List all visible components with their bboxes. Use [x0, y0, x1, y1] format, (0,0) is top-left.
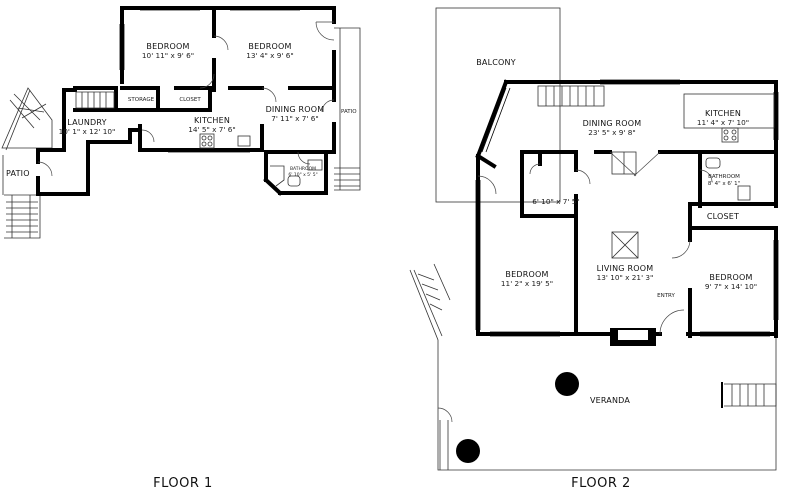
f2-veranda-name: VERANDA [590, 396, 630, 405]
floor-1-plan: BEDROOM 10' 11" x 9' 6" BEDROOM 13' 4" x… [1, 6, 361, 491]
f2-veranda-post-2 [456, 439, 480, 463]
floor-1-title: FLOOR 1 [153, 476, 213, 491]
floor2-windows [475, 79, 779, 337]
f1-closet-name: CLOSET [179, 97, 201, 103]
f1-dining-dim: 7' 11" x 7' 6" [271, 114, 319, 123]
f1-bedroom-a-name: BEDROOM [146, 42, 189, 51]
floor-2-title: FLOOR 2 [571, 476, 631, 491]
f1-laundry-name: LAUNDRY [67, 118, 106, 127]
f1-dining-name: DINING ROOM [266, 105, 325, 114]
f2-entry-name: ENTRY [657, 293, 675, 299]
floor1-inner-stairs [75, 91, 115, 109]
f1-patio-left-name: PATIO [6, 169, 30, 178]
floor1-walls [36, 6, 336, 196]
floor1-labels: BEDROOM 10' 11" x 9' 6" BEDROOM 13' 4" x… [6, 42, 357, 178]
f2-small-room-dim: 6' 10" x 7' 5" [532, 197, 580, 206]
f2-bedroom-left-dim: 11' 2" x 19' 5" [501, 279, 553, 288]
floor2-fixtures [611, 93, 775, 259]
floor2-labels: BALCONY DINING ROOM 23' 5" x 9' 8" KITCH… [476, 58, 757, 405]
floor1-left-stairs [1, 87, 53, 239]
f2-closet-name: CLOSET [707, 212, 739, 221]
f2-veranda-post-1 [555, 372, 579, 396]
f2-kitchen-name: KITCHEN [705, 109, 741, 118]
f2-kitchen-dim: 11' 4" x 7' 10" [697, 118, 749, 127]
floor1-fixtures [199, 133, 323, 187]
f2-living-name: LIVING ROOM [597, 264, 654, 273]
floor2-stairs [537, 85, 777, 408]
f1-kitchen-dim: 14' 5" x 7' 6" [188, 125, 236, 134]
f1-patio-right-name: PATIO [341, 109, 357, 115]
f2-bedroom-left-name: BEDROOM [505, 270, 548, 279]
f2-bedroom-right-name: BEDROOM [709, 273, 752, 282]
f2-dining-name: DINING ROOM [583, 119, 642, 128]
f1-laundry-dim: 10' 1" x 12' 10" [59, 127, 116, 136]
f2-balcony-name: BALCONY [476, 58, 516, 67]
f1-bedroom-b-name: BEDROOM [248, 42, 291, 51]
f2-dining-dim: 23' 5" x 9' 8" [588, 128, 636, 137]
f1-bathroom-dim: 6' 10" x 5' 5" [288, 172, 317, 178]
f2-bedroom-right-dim: 9' 7" x 14' 10" [705, 282, 757, 291]
floor1-right-patio [334, 27, 361, 191]
f2-living-dim: 13' 10" x 21' 3" [597, 273, 654, 282]
floor2-doors [437, 151, 713, 423]
f1-bedroom-b-dim: 13' 4" x 9' 6" [246, 51, 294, 60]
f2-balcony-area [435, 7, 561, 203]
f1-bedroom-a-dim: 10' 11" x 9' 6" [142, 51, 194, 60]
f2-bathroom-dim: 8' 4" x 6' 1" [708, 181, 740, 187]
floor1-doors [37, 21, 335, 177]
f2-veranda-area [409, 263, 777, 471]
f1-storage-name: STORAGE [128, 97, 155, 103]
f1-bathroom-name: BATHROOM [290, 166, 316, 172]
f1-kitchen-name: KITCHEN [194, 116, 230, 125]
floor-2-plan: BALCONY DINING ROOM 23' 5" x 9' 8" KITCH… [409, 7, 779, 491]
f2-bathroom-name: BATHROOM [708, 174, 740, 180]
floor1-windows [119, 6, 300, 153]
